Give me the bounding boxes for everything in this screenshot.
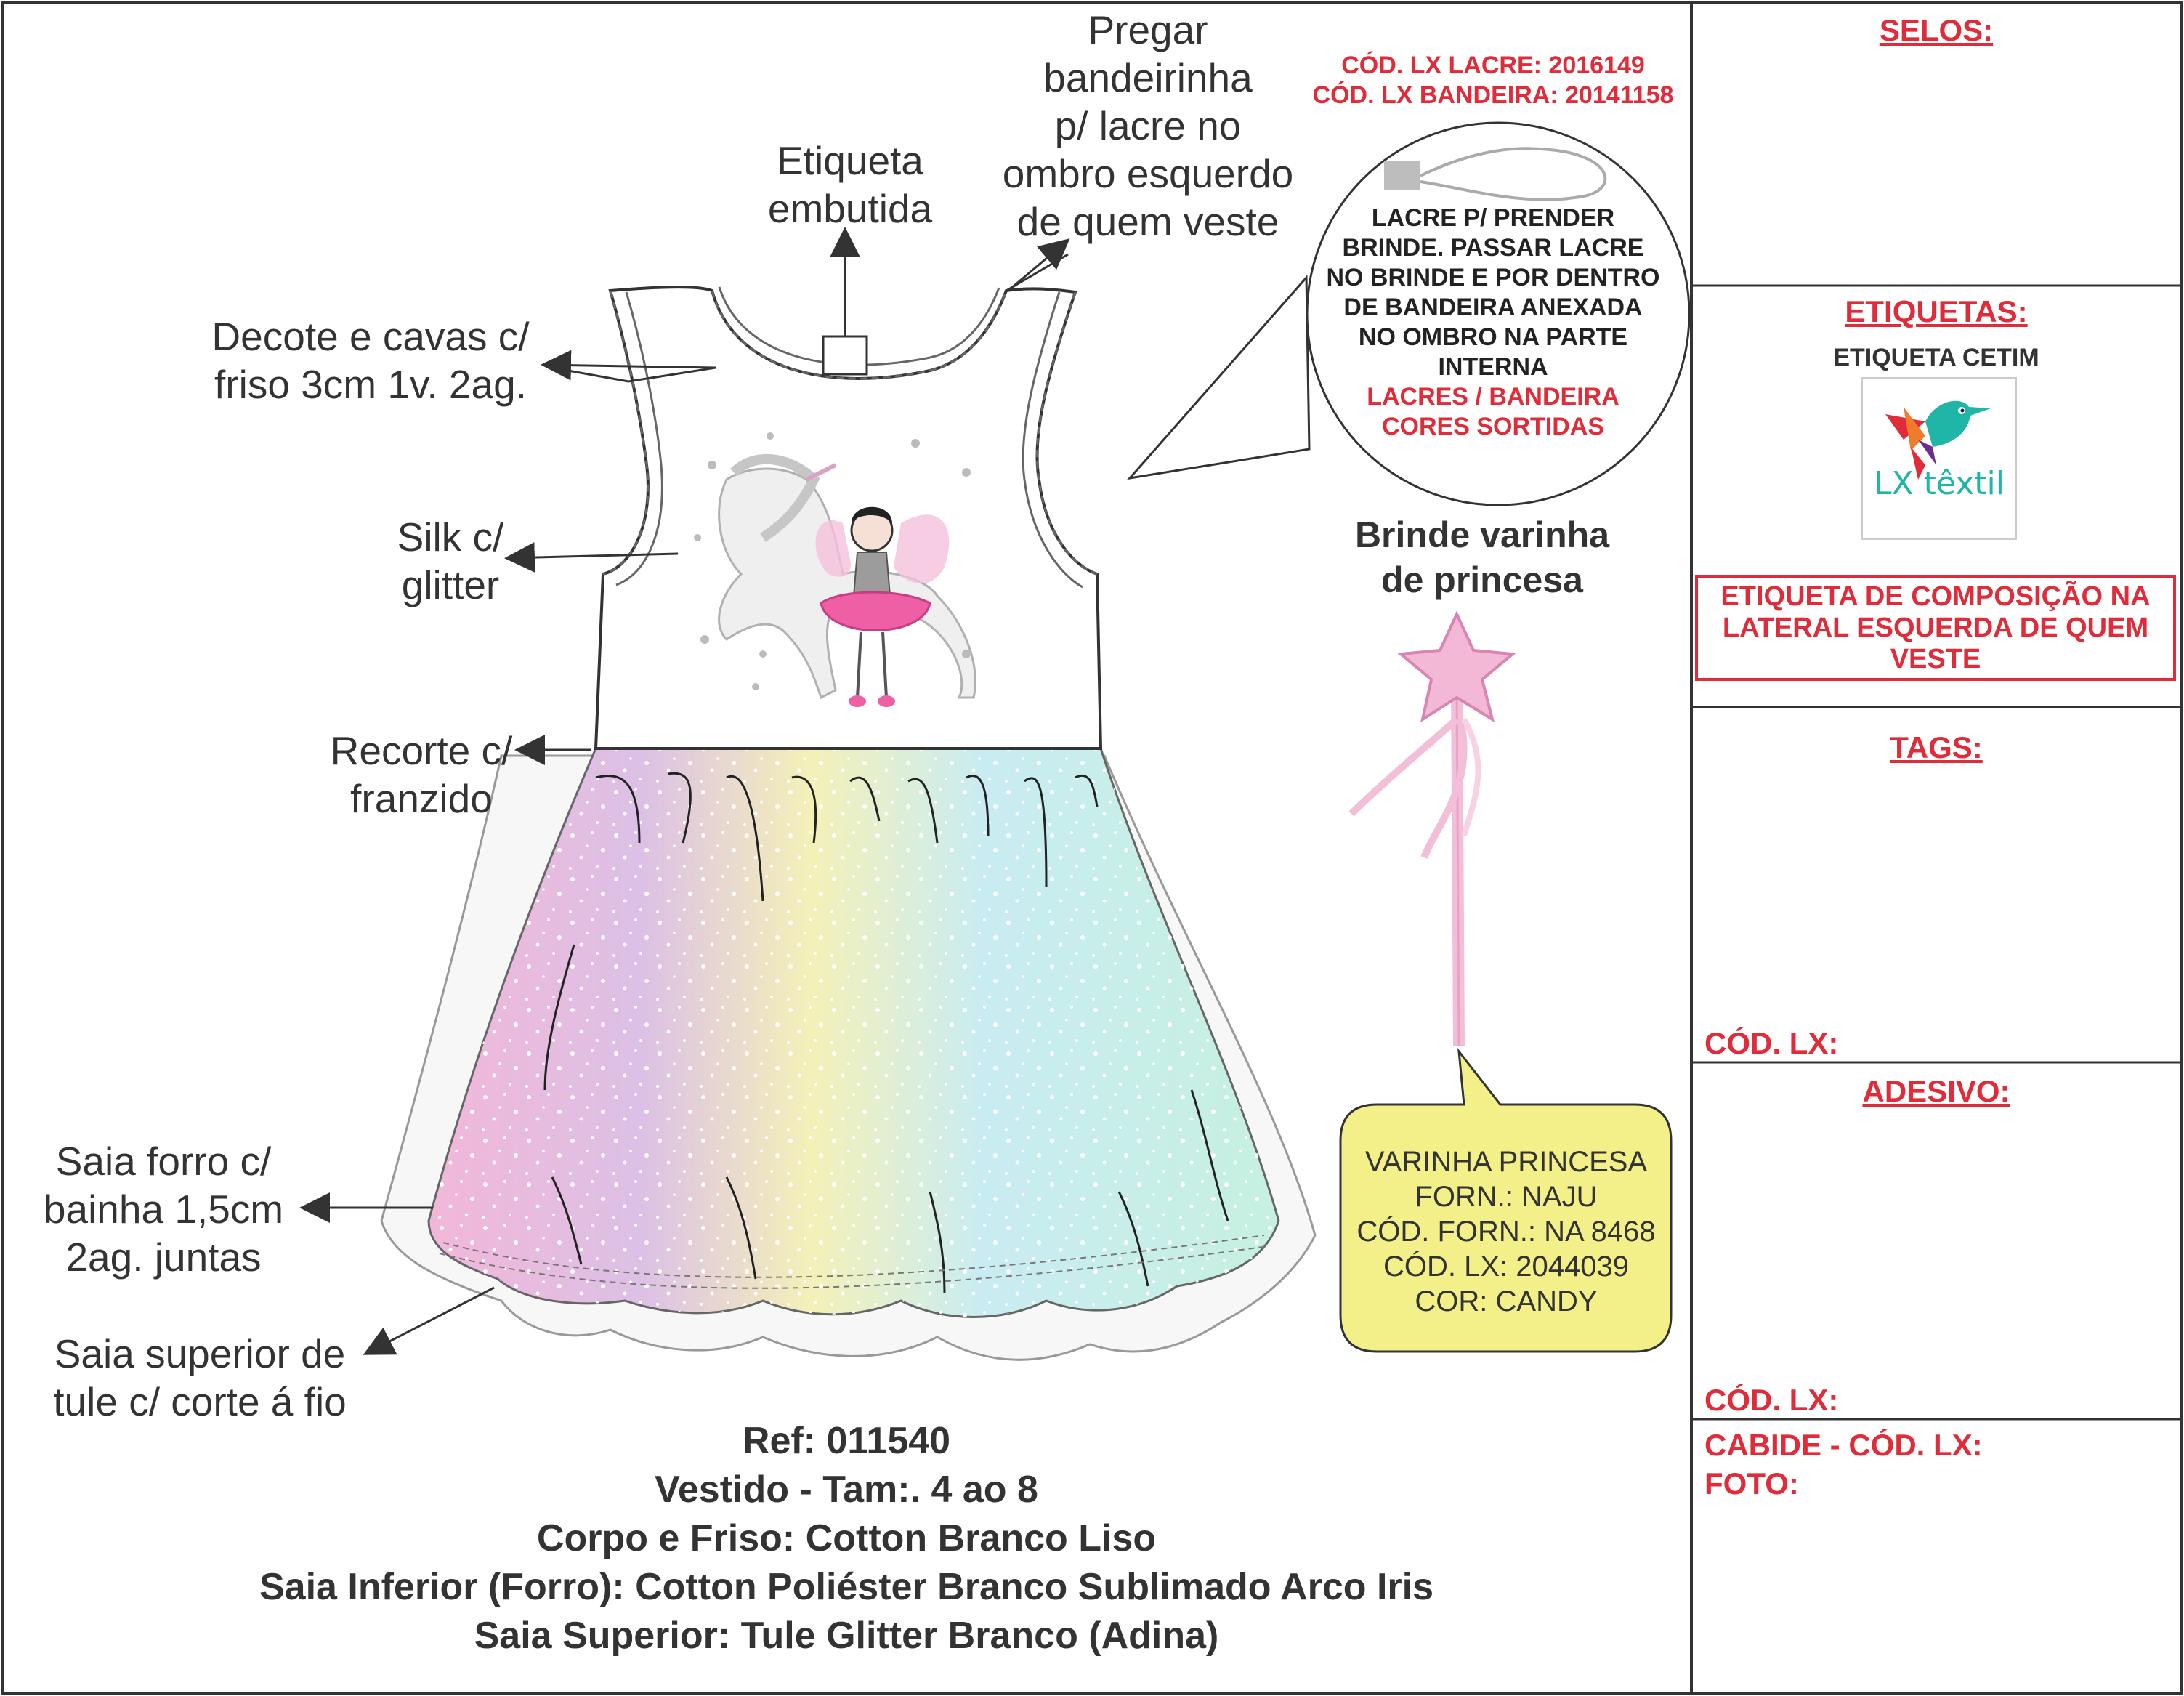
note-line: LACRE P/ PRENDER	[1371, 204, 1615, 232]
callout-circle	[1306, 121, 1691, 506]
desc-line: Saia Superior: Tule Glitter Branco (Adin…	[474, 1615, 1219, 1657]
label-line: ombro esquerdo	[1002, 151, 1294, 196]
label-line: Recorte c/	[330, 728, 513, 773]
note-line: DE BANDEIRA ANEXADA	[1343, 294, 1643, 321]
note-line: NO BRINDE E POR DENTRO	[1326, 264, 1660, 291]
label-line: Saia forro c/	[55, 1139, 272, 1184]
label-line: bandeirinha	[1043, 55, 1253, 100]
label-line: Saia superior de	[54, 1331, 346, 1376]
label-etiqueta: Etiqueta embutida	[734, 137, 966, 233]
note-line-red: CORES SORTIDAS	[1381, 413, 1605, 440]
label-saia-superior: Saia superior de tule c/ corte á fio	[29, 1330, 371, 1426]
tags-header: TAGS:	[1890, 730, 1983, 764]
label-line: p/ lacre no	[1054, 103, 1242, 148]
label-line: friso 3cm 1v. 2ag.	[214, 362, 527, 407]
skirt-gathers	[543, 772, 1229, 1294]
gift-note-line: CÓD. FORN.: NA 8468	[1356, 1216, 1656, 1248]
note-line: BRINDE. PASSAR LACRE	[1342, 234, 1644, 262]
seal-tag	[1384, 161, 1420, 190]
label-line: de quem veste	[1016, 199, 1279, 244]
product-description: Ref: 011540 Vestido - Tam:. 4 ao 8 Corpo…	[0, 1417, 1693, 1660]
hummingbird-logo	[1885, 400, 1991, 480]
glitter-overlay	[429, 748, 1279, 1317]
gift-title-line: Brinde varinha	[1354, 514, 1610, 555]
foto-label: FOTO:	[1704, 1466, 1799, 1501]
gift-note-line: FORN.: NAJU	[1415, 1181, 1598, 1213]
label-line: 2ag. juntas	[65, 1235, 262, 1280]
label-line: Pregar	[1088, 7, 1208, 52]
selos-header: SELOS:	[1879, 13, 1994, 47]
leader-lines	[299, 227, 1070, 1355]
label-line: tule c/ corte á fio	[53, 1379, 347, 1424]
label-line: bainha 1,5cm	[43, 1187, 284, 1232]
label-silk: Silk c/ glitter	[360, 513, 541, 609]
circle-note: LACRE P/ PRENDER BRINDE. PASSAR LACRE NO…	[1297, 203, 1689, 442]
gift-note: VARINHA PRINCESA FORN.: NAJU CÓD. FORN.:…	[1343, 1144, 1670, 1319]
wand-drawing	[1348, 610, 1516, 1047]
etiquetas-header: ETIQUETAS:	[1845, 294, 2028, 328]
composition-text: ETIQUETA DE COMPOSIÇÃO NA LATERAL ESQUER…	[1720, 581, 2151, 674]
label-line: franzido	[350, 776, 493, 821]
etiqueta-cetim: ETIQUETA CETIM	[1833, 344, 2039, 371]
label-line: embutida	[767, 186, 933, 231]
label-pregar: Pregar bandeirinha p/ lacre no ombro esq…	[966, 6, 1330, 246]
desc-ref: Ref: 011540	[742, 1420, 951, 1462]
note-bubble	[1339, 1048, 1673, 1353]
cabide-code: CABIDE - CÓD. LX:	[1704, 1428, 1983, 1462]
composition-box	[1695, 575, 2176, 681]
adesivo-header: ADESIVO:	[1862, 1074, 2010, 1108]
code-bandeira: CÓD. LX BANDEIRA: 20141158	[1312, 81, 1674, 109]
label-line: Decote e cavas c/	[211, 314, 530, 359]
gift-note-line: VARINHA PRINCESA	[1364, 1146, 1648, 1178]
code-lacre: CÓD. LX LACRE: 2016149	[1341, 52, 1645, 79]
label-line: Silk c/	[397, 514, 504, 560]
hem-stitch	[442, 1235, 1265, 1278]
gift-title: Brinde varinha de princesa	[1264, 512, 1700, 602]
note-line: INTERNA	[1438, 353, 1548, 381]
note-line-red: LACRES / BANDEIRA	[1367, 383, 1619, 411]
silk-print	[694, 432, 977, 707]
embedded-label	[822, 335, 868, 376]
cod-lx-adesivo: CÓD. LX:	[1704, 1383, 1839, 1417]
label-decote: Decote e cavas c/ friso 3cm 1v. 2ag.	[193, 312, 549, 408]
desc-line: Vestido - Tam:. 4 ao 8	[655, 1469, 1038, 1511]
label-recorte: Recorte c/ franzido	[312, 727, 530, 823]
seal-cord	[1420, 147, 1607, 201]
logo-text: LX têxtil	[1874, 465, 2005, 502]
note-line: NO OMBRO NA PARTE	[1358, 323, 1628, 351]
gift-note-line: COR: CANDY	[1415, 1285, 1598, 1317]
label-line: Etiqueta	[777, 138, 923, 183]
callout-pointer	[1127, 275, 1311, 480]
cod-lx-tags: CÓD. LX:	[1704, 1026, 1839, 1060]
label-line: glitter	[401, 562, 500, 607]
desc-line: Corpo e Friso: Cotton Branco Liso	[536, 1517, 1157, 1559]
gift-note-line: CÓD. LX: 2044039	[1383, 1251, 1629, 1283]
seal-codes: CÓD. LX LACRE: 2016149 CÓD. LX BANDEIRA:…	[1290, 51, 1696, 110]
logo-box	[1861, 377, 2017, 540]
gift-title-line: de princesa	[1381, 560, 1583, 600]
label-saia-forro: Saia forro c/ bainha 1,5cm 2ag. juntas	[29, 1137, 298, 1281]
desc-line: Saia Inferior (Forro): Cotton Poliéster …	[259, 1566, 1434, 1608]
